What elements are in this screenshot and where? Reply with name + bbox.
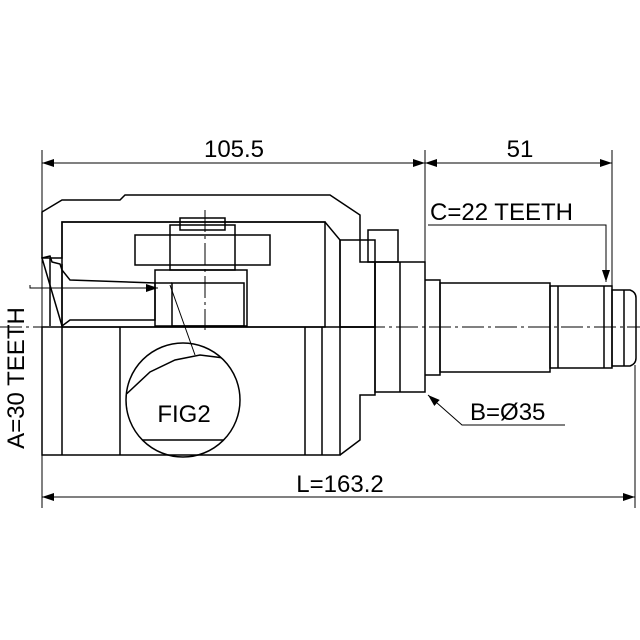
diameter-label: B=Ø35 (470, 399, 545, 426)
stub-shaft (367, 229, 637, 393)
inner-spline-label: A=30 TEETH (3, 307, 30, 449)
total-length-label: L=163.2 (296, 471, 383, 498)
dim-51: 51 (507, 136, 534, 163)
dimension-lines (29, 159, 635, 501)
housing-outer (41, 326, 376, 456)
outer-spline-label: C=22 TEETH (430, 199, 573, 226)
fig2-detail: FIG2 (125, 284, 241, 458)
fig2-label: FIG2 (157, 401, 210, 428)
housing-section (41, 194, 376, 330)
boot (41, 255, 156, 328)
dim-105-5: 105.5 (204, 136, 264, 163)
